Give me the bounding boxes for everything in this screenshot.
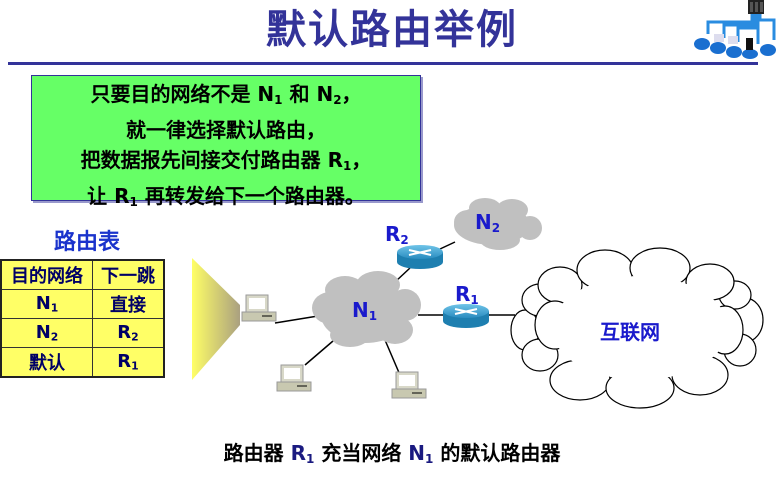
routing-table-title: 路由表 (54, 230, 121, 255)
routing-table-header: 目的网络 下一跳 (0, 259, 165, 290)
table-row: N1 直接 (0, 289, 165, 319)
row-next-hop: R1 (92, 347, 165, 378)
header-dest: 目的网络 (0, 259, 93, 290)
page-title: 默认路由举例 (266, 7, 518, 53)
header-next-hop: 下一跳 (92, 259, 165, 290)
n2-cloud (454, 198, 542, 250)
n1-cloud (312, 271, 421, 347)
caption: 路由器 R1 充当网络 N1 的默认路由器 (223, 441, 561, 466)
row-dest: 默认 (0, 347, 93, 378)
link-r2-n2 (439, 241, 456, 250)
info-line-4: 让 R1 再转发给下一个路由器。 (87, 184, 365, 209)
title-divider (8, 62, 758, 65)
router-r1-icon (443, 304, 489, 328)
r2-label: R2 (385, 222, 409, 247)
row-dest: N2 (0, 318, 93, 348)
row-next-hop: R2 (92, 318, 165, 348)
router-r2-icon (397, 245, 443, 269)
row-dest: N1 (0, 289, 93, 319)
routing-table: 目的网络 下一跳 N1 直接 N2 R2 默认 R1 (0, 259, 165, 378)
info-line-2: 就一律选择默认路由， (126, 118, 326, 142)
n2-label: N2 (475, 210, 501, 235)
info-line-1: 只要目的网络不是 N1 和 N2， (90, 82, 362, 107)
internet-label: 互联网 (600, 320, 660, 344)
link-pc1-n1 (274, 315, 319, 324)
row-next-hop: 直接 (92, 289, 165, 319)
pc-icon-1 (241, 294, 277, 322)
info-box: 只要目的网络不是 N1 和 N2， 就一律选择默认路由， 把数据报先间接交付路由… (31, 75, 421, 209)
r1-label: R1 (455, 282, 479, 307)
table-row: 默认 R1 (0, 347, 165, 378)
table-callout-beam (192, 258, 240, 380)
links (274, 241, 515, 376)
network-server-icon (688, 0, 778, 60)
pc-icon-2 (276, 364, 312, 392)
pc-icon-3 (391, 371, 427, 399)
n1-label: N1 (352, 298, 378, 323)
table-row: N2 R2 (0, 318, 165, 348)
internet-cloud (510, 247, 764, 409)
info-line-3: 把数据报先间接交付路由器 R1， (80, 148, 372, 173)
link-pc3-n1 (384, 339, 401, 376)
